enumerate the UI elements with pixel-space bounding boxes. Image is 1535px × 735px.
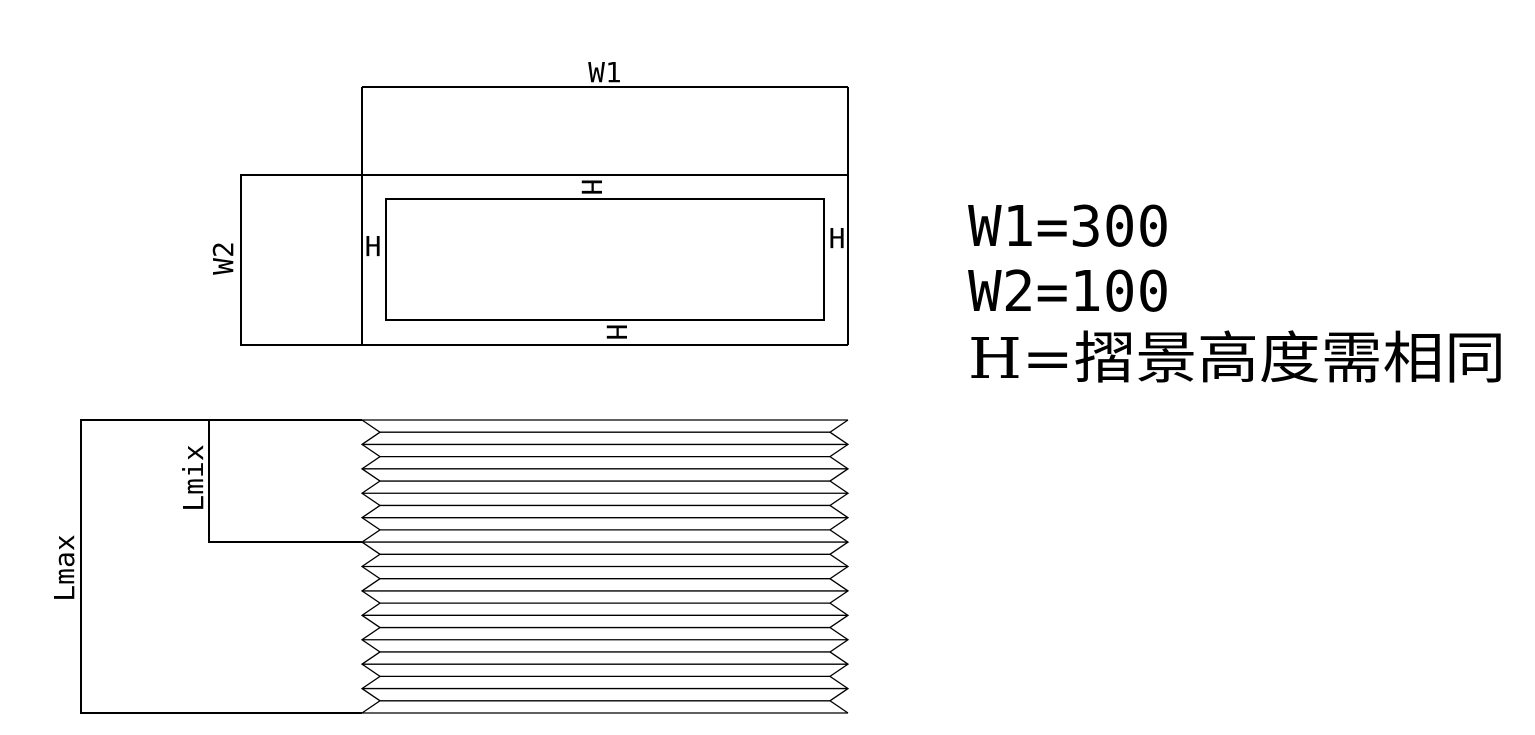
spec-w2: W2=100 <box>968 260 1170 325</box>
h-label-left: H <box>365 230 382 263</box>
w1-label: W1 <box>588 56 622 89</box>
spec-h: H=摺景高度需相同 <box>968 327 1506 392</box>
side-view <box>80 419 362 714</box>
w2-label: W2 <box>207 241 240 275</box>
bellows-folds <box>360 419 850 714</box>
top-view-labels: W1 W2 H H H H <box>207 56 845 340</box>
top-view <box>240 86 849 346</box>
inner-opening <box>385 198 825 321</box>
spec-notes: W1=300 W2=100 H=摺景高度需相同 <box>968 195 1506 392</box>
side-view-labels: Lmax Lmix <box>48 444 210 601</box>
h-label-bottom: H <box>600 324 633 341</box>
lmin-label: Lmix <box>177 444 210 511</box>
h-label-right: H <box>829 222 846 255</box>
bellows-left-edge <box>360 419 382 714</box>
lmax-label: Lmax <box>48 534 81 601</box>
bellows-right-edge <box>828 419 850 714</box>
spec-w1: W1=300 <box>968 195 1170 260</box>
h-label-top: H <box>575 179 608 196</box>
